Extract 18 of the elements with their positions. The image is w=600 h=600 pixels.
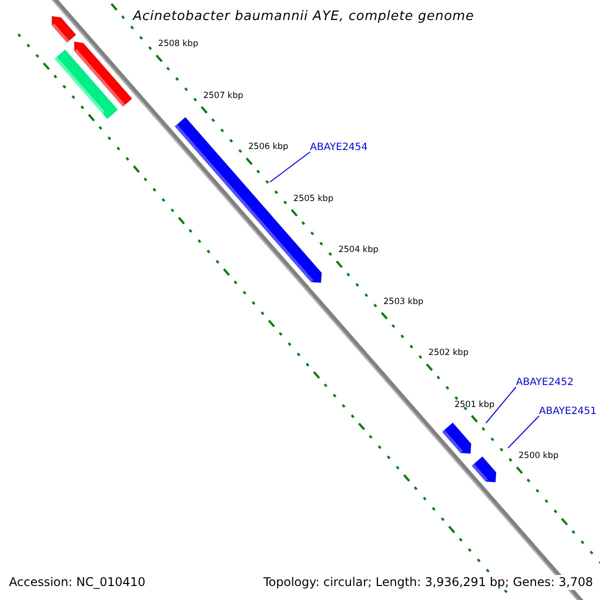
genome-info-text: Topology: circular; Length: 3,936,291 bp; Genes: 3,708: [263, 575, 593, 590]
gene-label: ABAYE2452: [516, 377, 574, 388]
ruler-label: 2507 kbp: [203, 92, 244, 102]
leader-line: [486, 386, 516, 424]
title: Acinetobacter baumannii AYE, complete genome: [133, 10, 474, 24]
ruler-label: 2504 kbp: [338, 246, 378, 256]
ruler-label: 2506 kbp: [248, 143, 288, 153]
gene-label: ABAYE2451: [539, 406, 597, 417]
ruler-label: 2508 kbp: [158, 40, 198, 50]
accession-text: Accession: NC_010410: [9, 575, 146, 590]
ruler-label: 2503 kbp: [383, 298, 424, 308]
ruler-label: 2502 kbp: [428, 349, 468, 359]
leader-line: [270, 152, 310, 182]
ruler-label: 2501 kbp: [454, 400, 495, 410]
ruler-label: 2505 kbp: [293, 194, 334, 204]
ruler-label: 2500 kbp: [518, 452, 559, 462]
leader-line: [508, 416, 540, 448]
gene-label: ABAYE2454: [310, 142, 368, 153]
